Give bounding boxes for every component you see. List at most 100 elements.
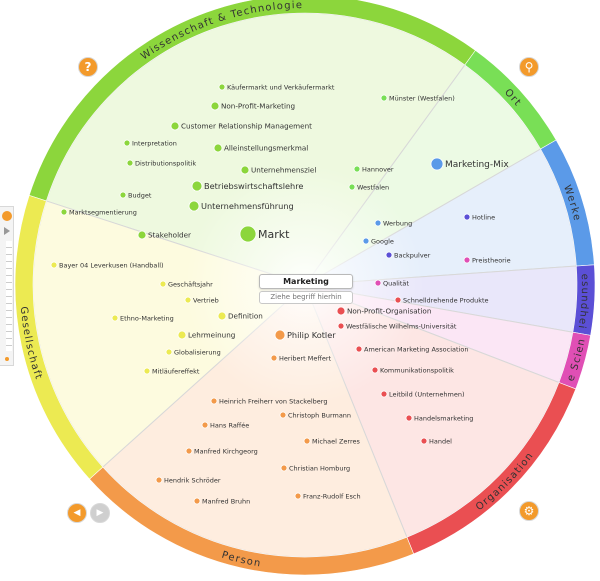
- term-label[interactable]: Hendrik Schröder: [164, 476, 221, 484]
- term-label[interactable]: Kommunikationspolitik: [380, 366, 454, 374]
- term-label[interactable]: Käufermarkt und Verkäufermarkt: [227, 83, 335, 91]
- drop-term-input[interactable]: [259, 291, 353, 304]
- term-label[interactable]: Mitläufereffekt: [152, 367, 200, 375]
- term-dot[interactable]: [217, 311, 227, 321]
- term-node[interactable]: Backpulver: [385, 251, 431, 259]
- help-icon[interactable]: ?: [78, 57, 98, 77]
- term-dot[interactable]: [210, 101, 220, 111]
- term-node[interactable]: Marktsegmentierung: [60, 208, 137, 216]
- segment-gesellschaft-ring[interactable]: [14, 195, 104, 480]
- term-label[interactable]: Manfred Bruhn: [202, 497, 250, 505]
- term-label[interactable]: Google: [371, 237, 394, 245]
- term-node[interactable]: Philip Kotler: [274, 329, 336, 341]
- term-node[interactable]: Lehrmeinung: [177, 331, 235, 340]
- term-dot[interactable]: [213, 143, 223, 153]
- term-dot[interactable]: [159, 280, 167, 288]
- term-node[interactable]: Handel: [420, 437, 452, 445]
- term-dot[interactable]: [355, 345, 363, 353]
- term-node[interactable]: Westfalen: [348, 183, 389, 191]
- term-label[interactable]: Bayer 04 Leverkusen (Handball): [59, 261, 164, 269]
- term-label[interactable]: Lehrmeinung: [188, 331, 235, 340]
- term-dot[interactable]: [336, 306, 346, 316]
- term-label[interactable]: Hans Raffée: [210, 421, 249, 429]
- term-label[interactable]: Westfalen: [357, 183, 389, 191]
- term-label[interactable]: Definition: [228, 312, 263, 321]
- term-node[interactable]: Google: [362, 237, 394, 245]
- term-label[interactable]: Qualität: [383, 279, 409, 287]
- term-node[interactable]: Vertrieb: [184, 296, 219, 304]
- term-dot[interactable]: [380, 94, 388, 102]
- term-label[interactable]: Alleinstellungsmerkmal: [224, 144, 308, 153]
- term-label[interactable]: Customer Relationship Management: [181, 122, 312, 131]
- term-node[interactable]: Manfred Bruhn: [193, 497, 250, 505]
- term-label[interactable]: Distributionspolitik: [135, 159, 196, 167]
- term-node[interactable]: Hans Raffée: [201, 421, 249, 429]
- term-dot[interactable]: [353, 165, 361, 173]
- term-dot[interactable]: [270, 354, 278, 362]
- term-label[interactable]: Franz-Rudolf Esch: [303, 492, 361, 500]
- term-dot[interactable]: [143, 367, 151, 375]
- term-node[interactable]: Mitläufereffekt: [143, 367, 200, 375]
- term-node[interactable]: Christoph Burmann: [279, 411, 351, 419]
- term-label[interactable]: Münster (Westfalen): [389, 94, 455, 102]
- zoom-slider-handle[interactable]: [2, 211, 12, 221]
- term-node[interactable]: Customer Relationship Management: [170, 122, 312, 131]
- term-label[interactable]: Heribert Meffert: [279, 354, 332, 362]
- term-label[interactable]: Unternehmensziel: [251, 166, 316, 175]
- term-label[interactable]: Marketing-Mix: [445, 160, 509, 170]
- term-node[interactable]: Preistheorie: [463, 256, 511, 264]
- share-gears-icon[interactable]: ⚙: [519, 501, 539, 521]
- term-node[interactable]: Handelsmarketing: [405, 414, 473, 422]
- term-label[interactable]: Globalisierung: [174, 348, 221, 356]
- term-dot[interactable]: [274, 329, 286, 341]
- term-dot[interactable]: [374, 279, 382, 287]
- term-dot[interactable]: [380, 390, 388, 398]
- term-dot[interactable]: [239, 225, 257, 243]
- term-node[interactable]: Non-Profit-Organisation: [336, 306, 431, 316]
- term-dot[interactable]: [119, 191, 127, 199]
- term-dot[interactable]: [374, 219, 382, 227]
- term-dot[interactable]: [137, 230, 147, 240]
- term-label[interactable]: Non-Profit-Marketing: [221, 102, 295, 111]
- term-node[interactable]: Interpretation: [123, 139, 177, 147]
- search-icon[interactable]: ⚲: [519, 57, 539, 77]
- term-dot[interactable]: [279, 411, 287, 419]
- term-node[interactable]: Werbung: [374, 219, 412, 227]
- term-node[interactable]: Westfälische Wilhelms-Universität: [337, 322, 457, 330]
- term-label[interactable]: Budget: [128, 191, 152, 199]
- term-label[interactable]: Preistheorie: [472, 256, 511, 264]
- term-label[interactable]: Heinrich Freiherr von Stackelberg: [219, 397, 327, 405]
- term-node[interactable]: Münster (Westfalen): [380, 94, 455, 102]
- term-node[interactable]: Hannover: [353, 165, 394, 173]
- term-label[interactable]: Geschäftsjahr: [168, 280, 213, 288]
- term-label[interactable]: Handel: [429, 437, 452, 445]
- term-node[interactable]: Bayer 04 Leverkusen (Handball): [50, 261, 164, 269]
- term-label[interactable]: Werbung: [383, 219, 412, 227]
- term-label[interactable]: Hotline: [472, 213, 495, 221]
- term-dot[interactable]: [303, 437, 311, 445]
- term-node[interactable]: Budget: [119, 191, 152, 199]
- term-dot[interactable]: [420, 437, 428, 445]
- term-label[interactable]: Interpretation: [132, 139, 177, 147]
- term-node[interactable]: Definition: [217, 311, 263, 321]
- term-dot[interactable]: [155, 476, 163, 484]
- term-label[interactable]: American Marketing Association: [364, 345, 468, 353]
- zoom-slider[interactable]: [0, 206, 14, 366]
- zoom-arrow-icon[interactable]: [4, 227, 10, 235]
- term-node[interactable]: Michael Zerres: [303, 437, 361, 445]
- term-node[interactable]: Christian Homburg: [280, 464, 350, 472]
- term-dot[interactable]: [294, 492, 302, 500]
- term-node[interactable]: Hendrik Schröder: [155, 476, 221, 484]
- term-label[interactable]: Non-Profit-Organisation: [347, 307, 431, 316]
- term-dot[interactable]: [280, 464, 288, 472]
- term-node[interactable]: Manfred Kirchgeorg: [185, 447, 258, 455]
- term-node[interactable]: Franz-Rudolf Esch: [294, 492, 361, 500]
- term-dot[interactable]: [123, 139, 131, 147]
- term-node[interactable]: Leitbild (Unternehmen): [380, 390, 465, 398]
- term-dot[interactable]: [362, 237, 370, 245]
- term-node[interactable]: Alleinstellungsmerkmal: [213, 143, 308, 153]
- term-label[interactable]: Stakeholder: [148, 231, 191, 240]
- term-dot[interactable]: [111, 314, 119, 322]
- term-label[interactable]: Backpulver: [394, 251, 431, 259]
- term-dot[interactable]: [210, 397, 218, 405]
